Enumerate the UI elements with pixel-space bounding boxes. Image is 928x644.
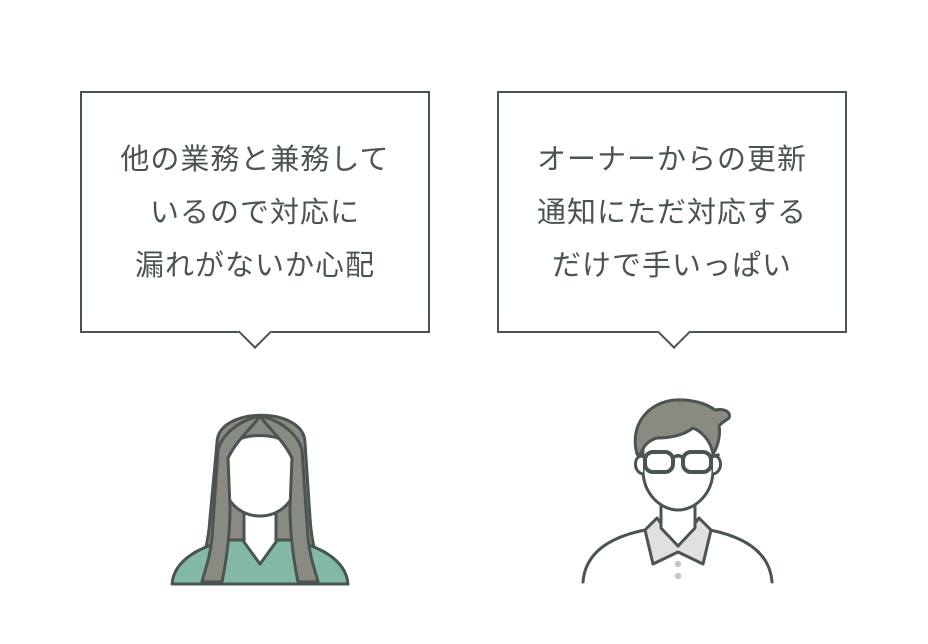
hair-front-left: [200, 414, 262, 584]
speech-line: 漏れがないか心配: [134, 247, 375, 282]
glasses-icon: [636, 450, 720, 474]
man-with-glasses-avatar-icon: [581, 398, 774, 584]
speech-bubble-tail: [238, 315, 272, 349]
speech-line: オーナーからの更新: [536, 141, 807, 176]
speech-line: 他の業務と兼務して: [120, 141, 390, 176]
woman-avatar-icon: [170, 413, 350, 586]
speech-bubble-tail: [657, 315, 691, 349]
speech-line: だけで手いっぱい: [551, 247, 792, 282]
speech-bubble-right-text: オーナーからの更新 通知にただ対応する だけで手いっぱい: [537, 133, 807, 292]
shirt-button: [674, 560, 682, 568]
speech-bubble-left: 他の業務と兼務して いるので対応に 漏れがないか心配: [80, 91, 430, 349]
shirt-button: [674, 572, 682, 580]
hair-front-right: [258, 414, 320, 584]
speech-bubble-left-text: 他の業務と兼務して いるので対応に 漏れがないか心配: [120, 133, 389, 292]
speech-line: 通知にただ対応する: [536, 194, 807, 229]
speech-line: いるので対応に: [149, 194, 360, 229]
ear-shape: [634, 454, 644, 476]
ear-shape: [712, 454, 722, 476]
hair-shape: [633, 398, 731, 456]
speech-bubble-right: オーナーからの更新 通知にただ対応する だけで手いっぱい: [497, 91, 847, 349]
